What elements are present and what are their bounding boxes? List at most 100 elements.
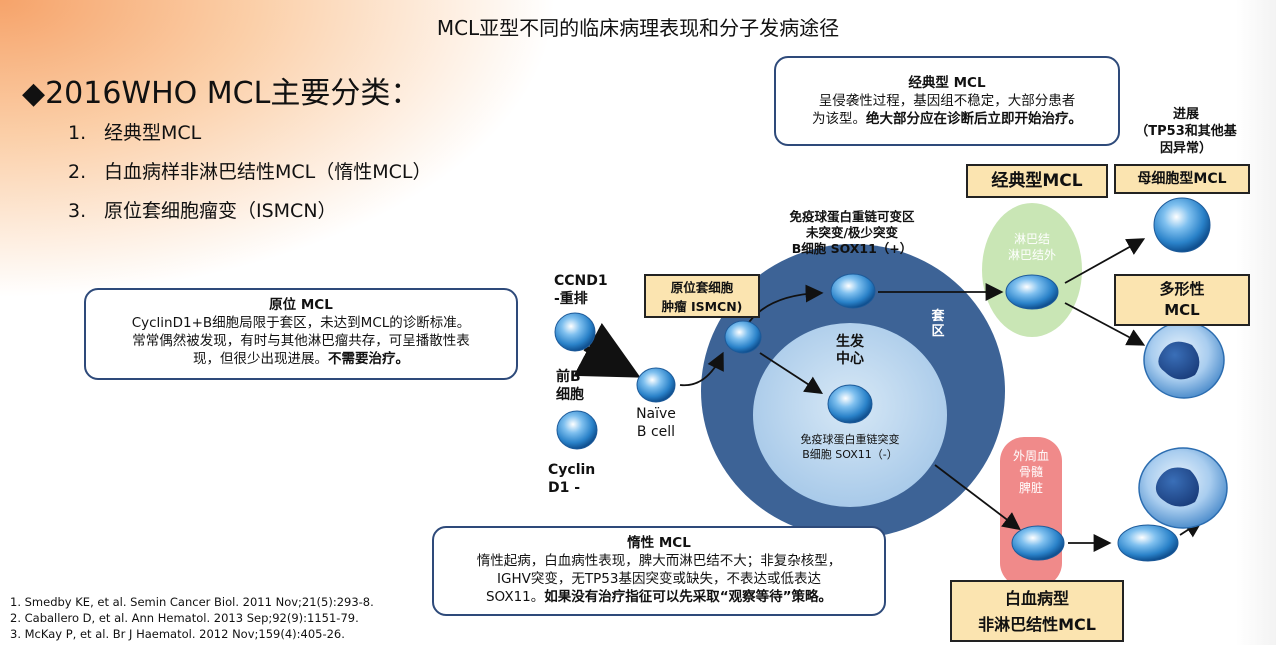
leukemic-nucleus [1155, 467, 1199, 507]
leukemic-small-cell [1117, 524, 1179, 562]
progress-line1: 进展 [1172, 107, 1199, 122]
slide-title: MCL亚型不同的临床病理表现和分子发病途径 [436, 16, 840, 40]
reference-item: 2. Caballero D, et al. Ann Hematol. 2013… [10, 611, 359, 625]
ccnd1-line1: CCND1 [554, 273, 608, 289]
list-text: 经典型MCL [104, 122, 202, 144]
callout-title: 经典型 MCL [908, 75, 986, 91]
gc-line1: 生发 [836, 334, 864, 350]
unmutated-line2: 未突变/极少突变 [805, 225, 899, 240]
reference-item: 1. Smedby KE, et al. Semin Cancer Biol. … [10, 595, 374, 609]
ismcn-cell [724, 320, 762, 354]
cyclin-line2: D1 - [548, 480, 581, 496]
arrow-to-blastoid [1064, 238, 1146, 284]
pleo-line2: MCL [1164, 301, 1200, 319]
ismcn-line2: 肿瘤 ISMCN) [661, 299, 743, 314]
callout-bold-text: 如果没有治疗指征可以先采取“观察等待”策略。 [544, 589, 832, 605]
thick-arrow [573, 322, 641, 378]
cyclin-negative-cell [556, 410, 598, 450]
list-item: 2. 白血病样非淋巴结性MCL（惰性MCL） [68, 157, 432, 196]
mutated-label: 免疫球蛋白重链突变 B细胞 SOX11（-） [770, 432, 930, 462]
leuk-line1: 白血病型 [1004, 589, 1069, 608]
leukemic-mcl-tag: 白血病型 非淋巴结性MCL [950, 580, 1124, 642]
cyclin-line1: Cyclin [548, 462, 596, 478]
list-number: 2. [68, 161, 87, 183]
callout-line: SOX11。如果没有治疗指征可以先采取“观察等待”策略。 [434, 588, 884, 606]
progress-line3: 因异常） [1159, 141, 1212, 156]
classic-mcl-callout: 经典型 MCL 呈侵袭性过程，基因组不稳定，大部分患者 为该型。绝大部分应在诊断… [774, 56, 1120, 146]
pre-b-line1: 前B [556, 369, 581, 385]
list-number: 3. [68, 200, 87, 222]
callout-text: 为该型。 [812, 111, 866, 127]
mantle-line2: 区 [931, 324, 945, 339]
gc-line2: 中心 [836, 351, 864, 367]
blood-line2: 骨髓 [1018, 465, 1043, 479]
callout-line: IGHV突变，无TP53基因突变或缺失，不表达或低表达 [497, 571, 821, 587]
arrow-to-pleomorphic [1064, 302, 1146, 346]
classic-mcl-tag: 经典型MCL [966, 164, 1108, 198]
unmutated-line1: 免疫球蛋白重链可变区 [789, 209, 915, 224]
callout-line: 现，但很少出现进展。不需要治疗。 [86, 350, 516, 368]
unmutated-label: 免疫球蛋白重链可变区 未突变/极少突变 B细胞 SOX11（+） [762, 209, 942, 257]
list-item: 3. 原位套细胞瘤变（ISMCN） [68, 196, 432, 235]
ccnd1-cell [554, 312, 596, 352]
lymph-node-zone [982, 203, 1082, 337]
callout-text: 现，但很少出现进展。 [193, 351, 328, 367]
references: 1. Smedby KE, et al. Semin Cancer Biol. … [10, 594, 374, 642]
mutated-line2: B细胞 SOX11（-） [802, 448, 898, 461]
callout-title: 惰性 MCL [627, 535, 691, 551]
naive-b-cell [636, 367, 676, 403]
mutated-b-cell [827, 384, 873, 424]
lymph-zone-label: 淋巴结 淋巴结外 [997, 231, 1067, 263]
list-item: 1. 经典型MCL [68, 118, 432, 157]
section-heading: ◆2016WHO MCL主要分类： [22, 76, 421, 111]
ccnd1-label: CCND1 -重排 [554, 272, 608, 308]
ismcn-tag: 原位套细胞 肿瘤 ISMCN) [644, 274, 760, 318]
mantle-zone-label: 套 区 [928, 309, 948, 339]
callout-text: SOX11。 [485, 589, 545, 605]
callout-line: 惰性起病，白血病性表现，脾大而淋巴结不大；非复杂核型， [476, 553, 842, 569]
blastoid-mcl-tag: 母细胞型MCL [1114, 164, 1250, 194]
callout-line: 呈侵袭性过程，基因组不稳定，大部分患者 [818, 93, 1076, 109]
pre-b-line2: 细胞 [556, 387, 584, 403]
indolent-mcl-callout: 惰性 MCL 惰性起病，白血病性表现，脾大而淋巴结不大；非复杂核型， IGHV突… [432, 526, 886, 616]
classification-list: 1. 经典型MCL 2. 白血病样非淋巴结性MCL（惰性MCL） 3. 原位套细胞瘤变… [68, 118, 432, 235]
mutated-line1: 免疫球蛋白重链突变 [800, 433, 900, 446]
progression-label: 进展 （TP53和其他基 因异常） [1118, 106, 1254, 157]
germinal-center-label: 生发 中心 [820, 334, 880, 368]
leuk-line2: 非淋巴结性MCL [978, 615, 1096, 634]
callout-bold-text: 绝大部分应在诊断后立即开始治疗。 [866, 111, 1082, 127]
pleomorphic-nucleus [1158, 341, 1200, 380]
lymph-line2: 淋巴结外 [1007, 248, 1056, 262]
callout-title: 原位 MCL [269, 297, 333, 313]
list-text: 白血病样非淋巴结性MCL（惰性MCL） [104, 161, 432, 183]
blood-zone-label: 外周血 骨髓 脾脏 [1002, 448, 1060, 496]
blood-cell [1011, 525, 1065, 561]
unmutated-b-cell [830, 273, 876, 309]
arrow-naive-to-ismcn [679, 351, 724, 387]
callout-bold-text: 不需要治疗。 [328, 351, 409, 367]
progress-line2: （TP53和其他基 [1135, 124, 1237, 139]
orange-corner-glow [0, 0, 560, 300]
blood-line3: 脾脏 [1018, 481, 1043, 495]
blastoid-cell [1153, 197, 1211, 253]
naive-line2: B cell [636, 424, 676, 440]
pre-b-label: 前B 细胞 [556, 368, 584, 404]
callout-line: 常常偶然被发现，有时与其他淋巴瘤共存，可呈播散性表 [132, 333, 470, 349]
list-text: 原位套细胞瘤变（ISMCN） [104, 200, 337, 222]
pleo-line1: 多形性 [1159, 280, 1205, 298]
callout-line: 为该型。绝大部分应在诊断后立即开始治疗。 [776, 110, 1118, 128]
unmutated-line3: B细胞 SOX11（+） [791, 241, 913, 256]
cyclin-label: Cyclin D1 - [548, 461, 595, 497]
arrow-to-mutated [759, 352, 824, 394]
ccnd1-line2: -重排 [554, 291, 588, 307]
pleomorphic-mcl-tag: 多形性 MCL [1114, 274, 1250, 326]
mantle-line1: 套 [931, 309, 945, 324]
callout-line: CyclinD1+B细胞局限于套区，未达到MCL的诊断标准。 [131, 315, 471, 331]
lymph-cell [1005, 274, 1059, 310]
naive-b-cell-label: Naïve B cell [628, 405, 684, 441]
in-situ-mcl-callout: 原位 MCL CyclinD1+B细胞局限于套区，未达到MCL的诊断标准。 常常… [84, 288, 518, 380]
blood-line1: 外周血 [1012, 449, 1049, 463]
list-number: 1. [68, 122, 87, 144]
lymph-line1: 淋巴结 [1013, 232, 1050, 246]
